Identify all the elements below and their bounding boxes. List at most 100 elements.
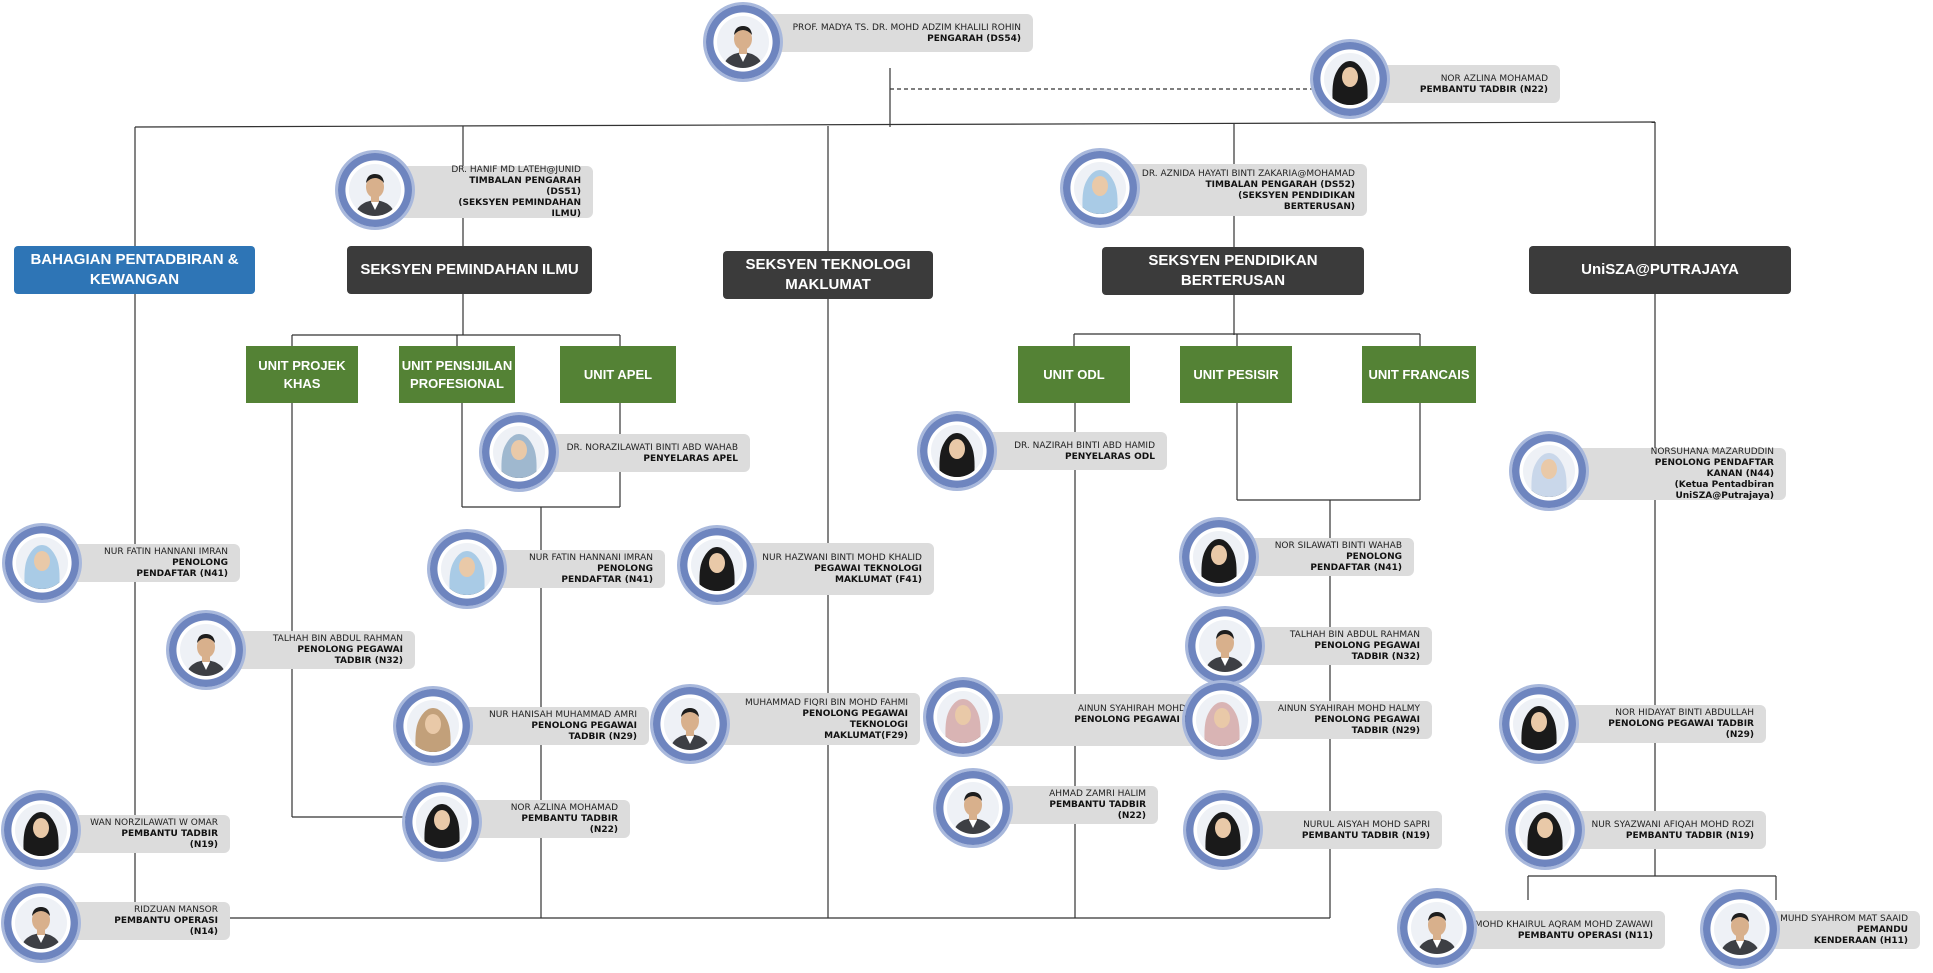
person-name: NURUL AISYAH MOHD SAPRI xyxy=(1303,819,1430,830)
avatar-p23[interactable] xyxy=(1508,793,1582,867)
avatar-p9[interactable] xyxy=(169,613,243,687)
avatar-p19[interactable] xyxy=(405,785,479,859)
avatar-p10[interactable] xyxy=(430,532,504,606)
portrait-photo xyxy=(1513,698,1565,750)
portrait-photo xyxy=(1523,445,1575,497)
person-title: PENOLONG PEGAWAI TADBIR (N32) xyxy=(297,645,403,666)
portrait-photo xyxy=(947,782,999,834)
avatar-p6[interactable] xyxy=(920,414,994,488)
person-name: NOR AZLINA MOHAMAD xyxy=(510,803,618,813)
person-name: NOR HIDAYAT BINTI ABDULLAH xyxy=(1615,708,1754,718)
department-box-stm: SEKSYEN TEKNOLOGI MAKLUMAT xyxy=(723,251,933,299)
person-name: NUR HANISAH MUHAMMAD AMRI xyxy=(489,710,637,720)
person-title: PENOLONG PENDAFTAR (N41) xyxy=(561,564,653,585)
person-title: PEMBANTU TADBIR (N19) xyxy=(1301,830,1430,841)
person-name: NUR FATIN HANNANI IMRAN xyxy=(529,553,653,563)
person-title: PENOLONG PENDAFTAR (N41) xyxy=(1310,552,1402,573)
department-box-put: UniSZA@PUTRAJAYA xyxy=(1529,246,1791,294)
avatar-p20[interactable] xyxy=(936,771,1010,845)
avatar-p5[interactable] xyxy=(482,415,556,489)
person-name: MOHD KHAIRUL AQRAM MOHD ZAWAWI xyxy=(1474,919,1653,930)
portrait-photo xyxy=(16,537,68,589)
portrait-photo xyxy=(416,796,468,848)
person-title: PENYELARAS APEL xyxy=(643,453,738,464)
person-name: RIDZUAN MANSOR xyxy=(133,905,218,915)
avatar-p17[interactable] xyxy=(1185,683,1259,757)
portrait-photo xyxy=(1196,694,1248,746)
portrait-photo xyxy=(493,426,545,478)
avatar-p12[interactable] xyxy=(1182,520,1256,594)
avatar-p4[interactable] xyxy=(1063,151,1137,225)
person-name: DR. AZNIDA HAYATI BINTI ZAKARIA@MOHAMAD xyxy=(1141,168,1355,179)
department-box-spb: SEKSYEN PENDIDIKAN BERTERUSAN xyxy=(1102,247,1364,295)
avatar-p24[interactable] xyxy=(4,886,78,960)
person-name: NOR AZLINA MOHAMAD xyxy=(1440,73,1548,84)
person-title: PEMBANTU TADBIR (N19) xyxy=(121,829,218,850)
person-title: PENOLONG PENDAFTAR KANAN (N44) (Ketua Pe… xyxy=(1654,458,1774,501)
avatar-p13[interactable] xyxy=(1188,609,1262,683)
avatar-p25[interactable] xyxy=(1400,891,1474,965)
person-name: NUR FATIN HANNANI IMRAN xyxy=(104,547,228,557)
person-card-p1[interactable]: PROF. MADYA TS. DR. MOHD ADZIM KHALILI R… xyxy=(748,14,1033,52)
avatar-p22[interactable] xyxy=(1186,793,1260,867)
person-title: PENYELARAS ODL xyxy=(1064,451,1155,462)
avatar-p21[interactable] xyxy=(4,793,78,867)
person-title: PEMANDU KENDERAAN (H11) xyxy=(1813,925,1908,946)
portrait-photo xyxy=(1197,804,1249,856)
avatar-p26[interactable] xyxy=(1703,892,1777,966)
portrait-photo xyxy=(180,624,232,676)
avatar-p7[interactable] xyxy=(1512,434,1586,508)
person-title: PENOLONG PENDAFTAR (N41) xyxy=(136,558,228,579)
avatar-p14[interactable] xyxy=(396,689,470,763)
portrait-photo xyxy=(1324,53,1376,105)
avatar-p2[interactable] xyxy=(1313,42,1387,116)
avatar-p15[interactable] xyxy=(653,687,727,761)
portrait-photo xyxy=(1074,162,1126,214)
portrait-photo xyxy=(691,539,743,591)
portrait-photo xyxy=(937,691,989,743)
person-name: AINUN SYAHIRAH MOHD HALMY xyxy=(1277,704,1420,714)
avatar-p1[interactable] xyxy=(706,5,780,79)
unit-box-upp: UNIT PENSIJILAN PROFESIONAL xyxy=(399,346,515,403)
department-box-bpk: BAHAGIAN PENTADBIRAN & KEWANGAN xyxy=(14,246,255,294)
avatar-p18[interactable] xyxy=(1502,687,1576,761)
avatar-p16[interactable] xyxy=(926,680,1000,754)
person-title: PEMBANTU OPERASI (N11) xyxy=(1517,930,1653,941)
unit-box-uap: UNIT APEL xyxy=(560,346,676,403)
person-title: PENOLONG PEGAWAI TADBIR (N29) xyxy=(531,721,637,742)
avatar-p8[interactable] xyxy=(5,526,79,600)
portrait-photo xyxy=(931,425,983,477)
person-name: AHMAD ZAMRI HALIM xyxy=(1049,789,1146,799)
portrait-photo xyxy=(441,543,493,595)
person-title: PENOLONG PEGAWAI TADBIR (N29) xyxy=(1314,715,1420,736)
person-name: DR. NORAZILAWATI BINTI ABD WAHAB xyxy=(566,442,738,453)
person-title: PENOLONG PEGAWAI TADBIR (N29) xyxy=(1608,719,1754,740)
unit-box-upes: UNIT PESISIR xyxy=(1180,346,1292,403)
portrait-photo xyxy=(1199,620,1251,672)
avatar-p11[interactable] xyxy=(680,528,754,602)
portrait-photo xyxy=(664,698,716,750)
person-title: PEGAWAI TEKNOLOGI MAKLUMAT (F41) xyxy=(814,564,922,585)
portrait-photo xyxy=(15,897,67,949)
person-title: PENOLONG PEGAWAI TADBIR (N32) xyxy=(1314,641,1420,662)
avatar-p3[interactable] xyxy=(338,153,412,227)
